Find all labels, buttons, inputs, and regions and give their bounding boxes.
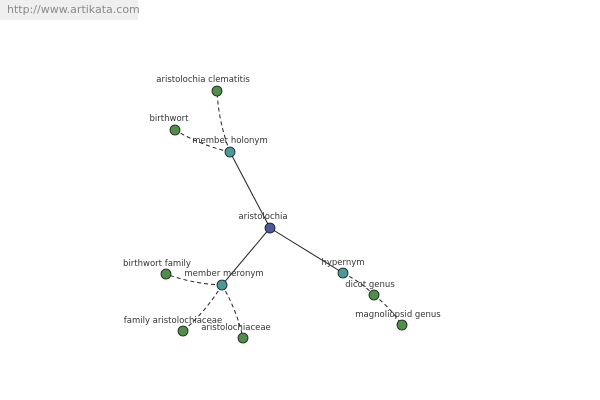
label-aristolochia-clematitis: aristolochia clematitis bbox=[156, 75, 250, 85]
edge-member-meronym-to-family-aristolochiaceae bbox=[182, 284, 223, 332]
edge-aristolochia-to-member-meronym bbox=[221, 227, 271, 286]
artikata-link[interactable]: http://www.artikata.com bbox=[0, 0, 140, 20]
label-aristolochiaceae: aristolochiaceae bbox=[201, 323, 271, 333]
edge-aristolochia-to-member-holonym bbox=[229, 151, 271, 229]
node-birthwort-family[interactable] bbox=[160, 268, 172, 280]
label-magnoliopsid-genus: magnoliopsid genus bbox=[355, 310, 441, 320]
node-member-meronym[interactable] bbox=[216, 279, 228, 291]
label-dicot-genus: dicot genus bbox=[345, 280, 395, 290]
edge-member-holonym-to-birthwort bbox=[174, 129, 231, 153]
graph-nodes bbox=[160, 85, 408, 344]
label-birthwort-family: birthwort family bbox=[123, 259, 191, 269]
node-aristolochiaceae[interactable] bbox=[237, 332, 249, 344]
node-family-aristolochiaceae[interactable] bbox=[177, 325, 189, 337]
node-birthwort[interactable] bbox=[169, 124, 181, 136]
node-dicot-genus[interactable] bbox=[368, 289, 380, 301]
label-aristolochia: aristolochia bbox=[238, 212, 287, 222]
label-family-aristolochiaceae: family aristolochiaceae bbox=[124, 316, 223, 326]
label-birthwort: birthwort bbox=[150, 114, 190, 124]
graph-labels: aristolochia member holonym member meronym… bbox=[123, 75, 441, 333]
node-aristolochia[interactable] bbox=[264, 222, 276, 234]
node-hypernym[interactable] bbox=[337, 267, 349, 279]
label-member-meronym: member meronym bbox=[184, 269, 263, 279]
edge-aristolochia-to-hypernym bbox=[269, 227, 344, 274]
node-aristolochia-clematitis[interactable] bbox=[211, 85, 223, 97]
node-magnoliopsid-genus[interactable] bbox=[396, 319, 408, 331]
node-member-holonym[interactable] bbox=[224, 146, 236, 158]
label-hypernym: hypernym bbox=[321, 258, 364, 268]
label-member-holonym: member holonym bbox=[192, 136, 267, 146]
